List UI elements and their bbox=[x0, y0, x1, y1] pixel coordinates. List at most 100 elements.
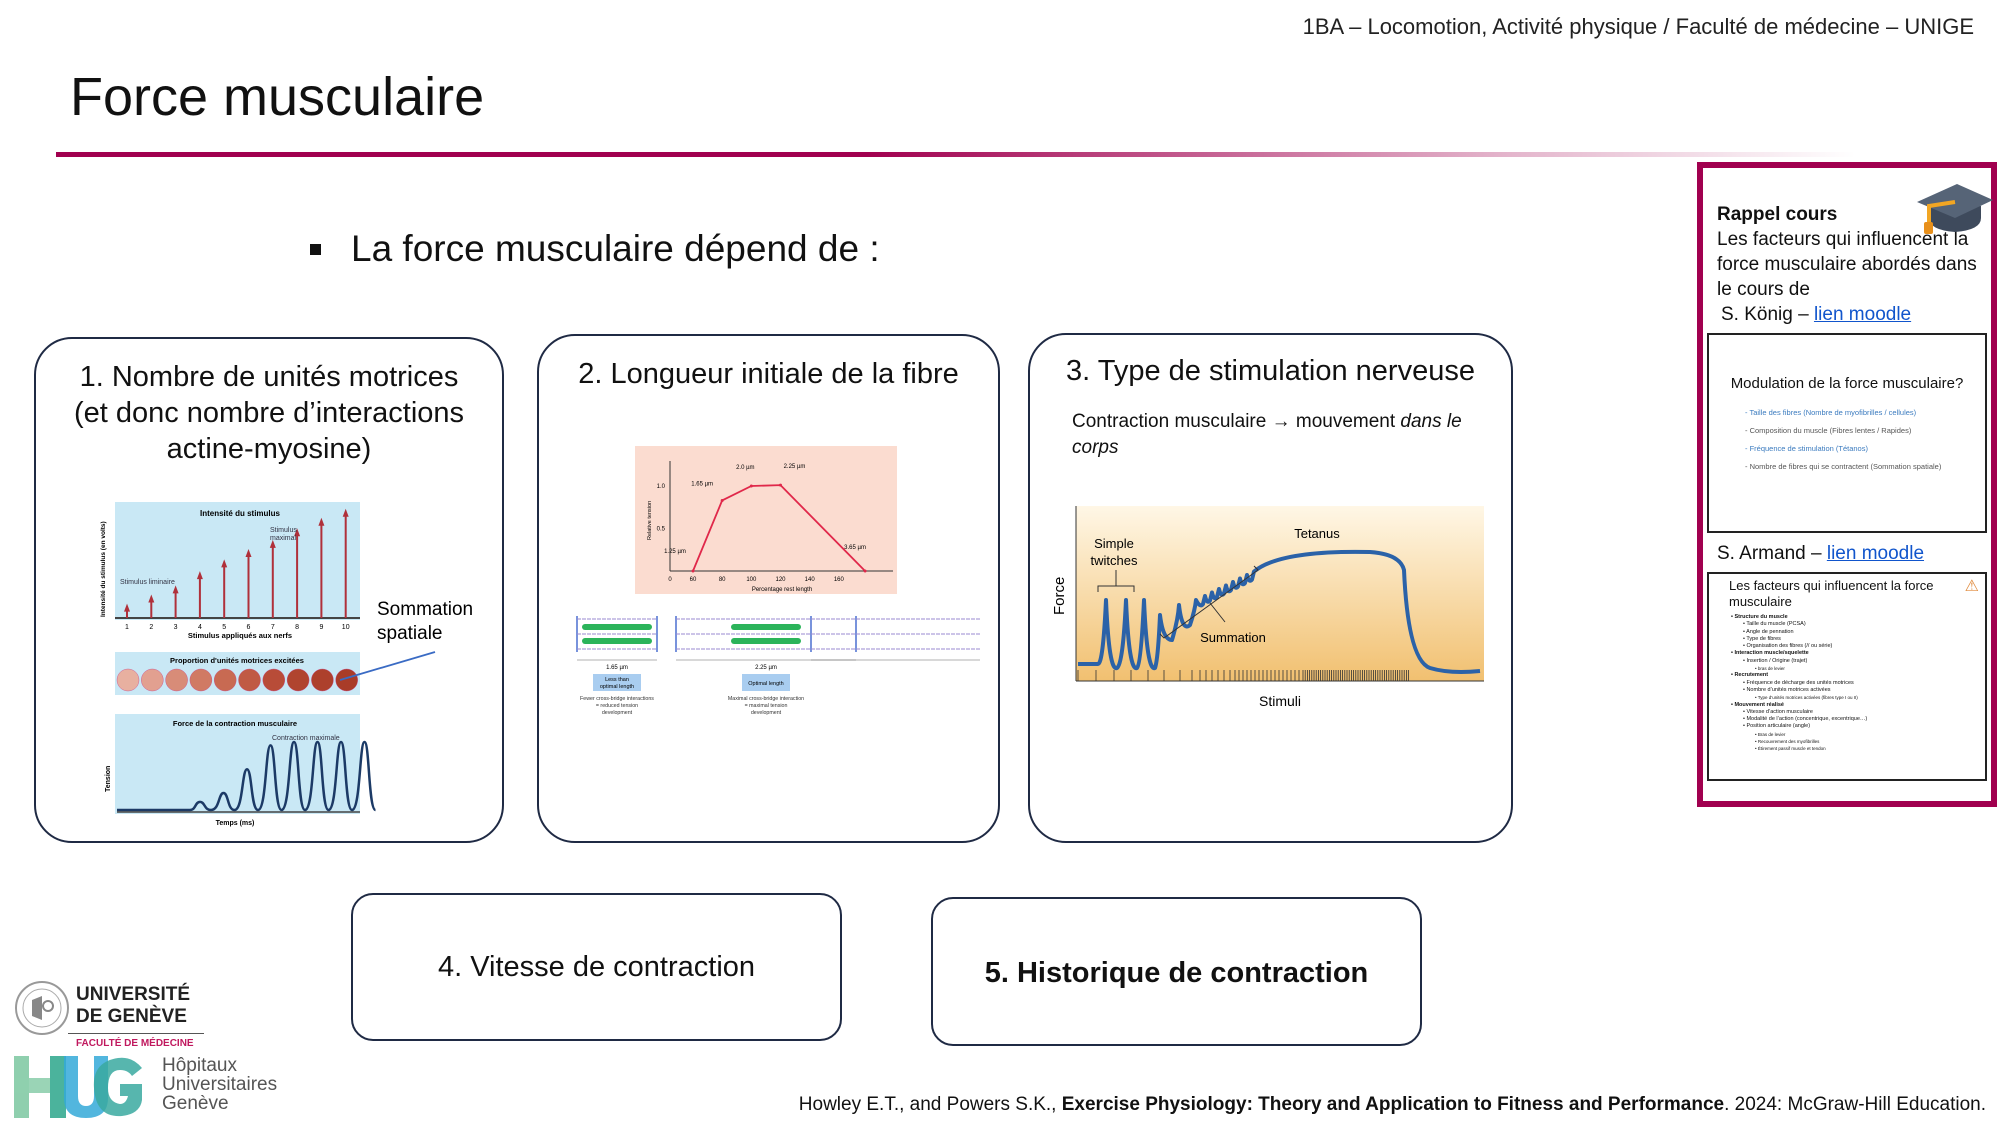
arrow-head bbox=[269, 539, 276, 548]
x-axis-label: Stimuli bbox=[1259, 693, 1301, 709]
arrow-head bbox=[172, 585, 179, 594]
y-axis-label: Tension bbox=[105, 766, 112, 792]
thumb-line: • Interaction muscle/squelette bbox=[1731, 650, 1809, 657]
thumb-line: • Type d’unités motrices activées (fibre… bbox=[1755, 695, 1858, 701]
label-twitches: twitches bbox=[1091, 553, 1138, 568]
x-tick-label: 1 bbox=[125, 624, 129, 631]
motor-unit-circle bbox=[311, 668, 334, 692]
arrow-head bbox=[124, 603, 130, 612]
data-point bbox=[779, 483, 782, 487]
data-point bbox=[691, 569, 695, 573]
myosin-filament bbox=[731, 638, 801, 644]
y-axis-label: Force bbox=[1051, 577, 1068, 615]
motor-unit-circle bbox=[165, 668, 188, 692]
motor-unit-circle bbox=[286, 668, 310, 692]
hug-logo: Hôpitaux Universitaires Genève bbox=[14, 1056, 277, 1123]
panel-heading: Rappel cours bbox=[1717, 204, 1838, 225]
x-tick-label: 4 bbox=[198, 624, 202, 631]
label-max: Stimulus bbox=[270, 527, 297, 534]
arrow-head bbox=[294, 528, 301, 537]
x-tick-label: 140 bbox=[805, 577, 816, 583]
x-tick-label: 10 bbox=[342, 624, 350, 631]
label-max: maximal bbox=[270, 535, 297, 542]
x-tick-label: 100 bbox=[746, 577, 757, 583]
x-tick-label: 3 bbox=[174, 624, 178, 631]
label-max-contraction: Contraction maximale bbox=[272, 735, 340, 742]
x-tick-label: 120 bbox=[775, 577, 786, 583]
x-tick-label: 80 bbox=[719, 577, 726, 583]
panel-text: Les facteurs qui influencent la force mu… bbox=[1717, 229, 1977, 300]
thumb-line: • Position articulaire (angle) bbox=[1743, 723, 1811, 730]
motor-unit-circle bbox=[141, 668, 164, 692]
bullet-point: La force musculaire dépend de : bbox=[310, 228, 880, 270]
konig-slide-thumbnail[interactable]: Modulation de la force musculaire? - Tai… bbox=[1707, 333, 1987, 533]
citation-book: Exercise Physiology: Theory and Applicat… bbox=[1061, 1094, 1725, 1115]
arrow-head bbox=[342, 508, 349, 517]
annotation-text: spatiale bbox=[377, 623, 443, 644]
thumb-item: - Nombre de fibres qui se contractent (S… bbox=[1745, 462, 1942, 471]
konig-line: S. König – lien moodle bbox=[1707, 302, 1987, 327]
x-tick-label: 2 bbox=[149, 624, 153, 631]
unige-logo: UNIVERSITÉ DE GENÈVE FACULTÉ DE MÉDECINE bbox=[14, 980, 204, 1049]
konig-label: S. König – bbox=[1721, 304, 1814, 325]
x-axis-label: Percentage rest length bbox=[752, 587, 812, 593]
hug-name: Hôpitaux Universitaires Genève bbox=[162, 1055, 278, 1114]
citation-authors: Howley E.T., and Powers S.K., bbox=[798, 1094, 1062, 1115]
myosin-filament bbox=[582, 624, 652, 630]
armand-label: S. Armand – bbox=[1717, 543, 1827, 564]
tension-curve bbox=[117, 740, 377, 812]
x-axis-label: Stimulus appliqués aux nerfs bbox=[188, 631, 292, 640]
box-text: Contraction musculaire → mouvement dans … bbox=[1072, 409, 1482, 461]
sarcomere-label-box bbox=[742, 674, 790, 691]
thumb-line: • Mouvement réalisé bbox=[1731, 701, 1784, 708]
annotation-line bbox=[339, 651, 436, 681]
citation: Howley E.T., and Powers S.K., Exercise P… bbox=[799, 1094, 1986, 1116]
sarcomere-label: optimal length bbox=[600, 684, 634, 690]
thumb-line: • Recouvrement des myofibrilles bbox=[1755, 739, 1820, 745]
x-tick-label: 5 bbox=[222, 624, 226, 631]
unige-seal-icon bbox=[15, 981, 69, 1035]
thumb-item: - Composition du muscle (Fibres lentes /… bbox=[1745, 426, 1912, 435]
box-title: 4. Vitesse de contraction bbox=[437, 951, 756, 983]
motor-unit-circle bbox=[116, 668, 140, 692]
thumb-line: • Organisation des fibres (// ou série) bbox=[1743, 643, 1833, 650]
panel-title: Intensité du stimulus bbox=[200, 509, 281, 518]
thumb-line: • Recrutement bbox=[1731, 672, 1769, 679]
thumb-line: • Bras de levier bbox=[1755, 731, 1786, 737]
point-label: 2.25 µm bbox=[784, 464, 806, 470]
thumb-line: • Insertion / Origine (trajet) bbox=[1743, 657, 1808, 664]
data-point bbox=[863, 569, 867, 573]
thumb-title: Les facteurs qui influencent la force mu… bbox=[1729, 578, 1934, 609]
figure-tetanus: ForceStimuliSimpletwitchesSummationTetan… bbox=[1051, 506, 1484, 709]
konig-moodle-link[interactable]: lien moodle bbox=[1813, 304, 1912, 325]
x-tick-label: 160 bbox=[834, 577, 845, 583]
box-contraction-speed: 4. Vitesse de contraction bbox=[351, 893, 842, 1041]
sarcomere-description: = reduced tension bbox=[596, 703, 638, 709]
data-point bbox=[749, 484, 753, 488]
thumb-line: • Fréquence de décharge des unités motri… bbox=[1743, 679, 1854, 686]
sarcomere-label: Less than bbox=[605, 677, 629, 683]
box-heading: 3. Type de stimulation nerveuse Contract… bbox=[1030, 353, 1511, 461]
text-in-body: dans le corps bbox=[1072, 411, 1462, 458]
thumb-line: • Structure du muscle bbox=[1731, 614, 1788, 620]
thumb-line: • bras de levier bbox=[1755, 666, 1785, 672]
x-tick-label: 60 bbox=[690, 577, 697, 583]
sarcomere-description: development bbox=[751, 710, 782, 716]
sarcomere-length: 1.65 µm bbox=[606, 665, 628, 671]
data-point bbox=[720, 498, 724, 502]
box-subtitle: (et donc nombre d’interactions actine-my… bbox=[73, 397, 465, 465]
thumb-line: • Taille du muscle (PCSA) bbox=[1743, 621, 1806, 628]
unige-name: UNIVERSITÉ DE GENÈVE bbox=[76, 984, 191, 1027]
course-reminder-panel: Rappel cours Les facteurs qui influencen… bbox=[1697, 162, 1997, 807]
armand-slide-thumbnail[interactable]: Les facteurs qui influencent la force mu… bbox=[1707, 572, 1987, 781]
arrow-head bbox=[245, 549, 252, 557]
myosin-filament bbox=[582, 638, 652, 644]
armand-moodle-link[interactable]: lien moodle bbox=[1826, 543, 1925, 564]
thumb-title: Modulation de la force musculaire? bbox=[1730, 375, 1964, 392]
myosin-filament bbox=[731, 624, 801, 630]
arrow-head bbox=[318, 517, 325, 526]
label-threshold: Stimulus liminaire bbox=[120, 579, 175, 586]
thumb-line: • Type de fibres bbox=[1743, 635, 1781, 642]
motor-unit-circle bbox=[335, 668, 358, 692]
